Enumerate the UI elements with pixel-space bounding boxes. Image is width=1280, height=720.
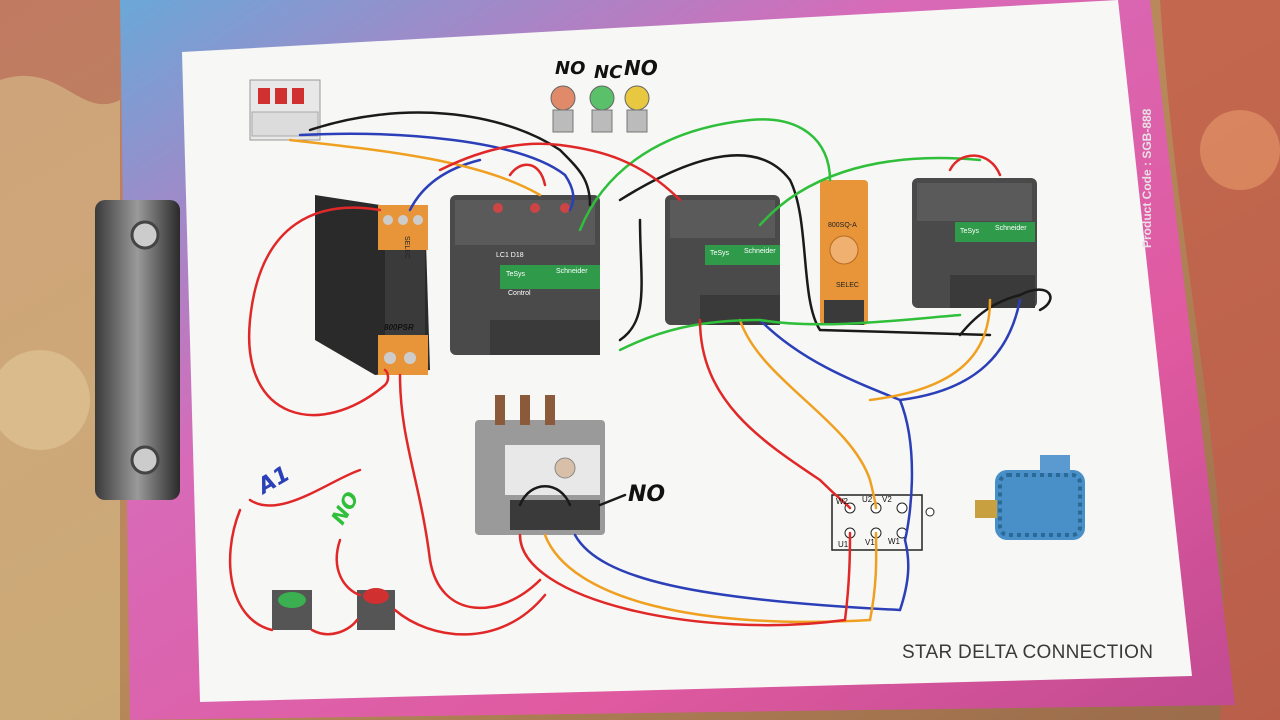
indicator-lamps	[550, 85, 650, 133]
terminal-u1: U1	[838, 540, 849, 549]
contactor2-series: TeSys	[710, 250, 730, 257]
start-button	[272, 590, 312, 630]
wires	[228, 111, 1052, 636]
product-code: Product Code : SGB-888	[1140, 108, 1154, 248]
mcb-breaker	[249, 79, 321, 141]
motor-image	[975, 455, 1085, 540]
indicator-label-no-1: NO	[555, 58, 586, 79]
no-label-overload: NO	[628, 482, 666, 507]
contactor1-sub: Control	[508, 290, 531, 297]
overload-relay	[475, 395, 605, 535]
indicator-label-nc: NC	[594, 62, 623, 83]
contactor1-model: LC1 D18	[496, 252, 524, 259]
star-delta-timer	[820, 180, 868, 325]
delta-contactor	[665, 195, 780, 325]
terminal-w2: W2	[836, 497, 848, 506]
contactor3-brand: Schneider	[995, 225, 1027, 232]
terminal-w1: W1	[888, 537, 900, 546]
star-contactor	[912, 178, 1037, 308]
contactor3-series: TeSys	[960, 228, 980, 235]
contactor1-series: TeSys	[506, 271, 526, 278]
contactor1-brand: Schneider	[556, 268, 588, 275]
contactor2-brand: Schneider	[744, 248, 776, 255]
terminal-v2: V2	[882, 495, 892, 504]
indicator-label-no-2: NO	[624, 56, 658, 80]
terminal-u2: U2	[862, 495, 873, 504]
stop-button	[357, 588, 395, 630]
diagram-title: STAR DELTA CONNECTION	[902, 642, 1154, 663]
relay-brand-label: SELEC	[402, 236, 410, 259]
timer-brand-label: SELEC	[836, 282, 859, 289]
phase-relay	[315, 195, 430, 375]
terminal-v1: V1	[865, 538, 875, 547]
timer-model-label: 800SQ-A	[828, 222, 857, 229]
relay-model-label: 800PSR	[384, 323, 414, 332]
